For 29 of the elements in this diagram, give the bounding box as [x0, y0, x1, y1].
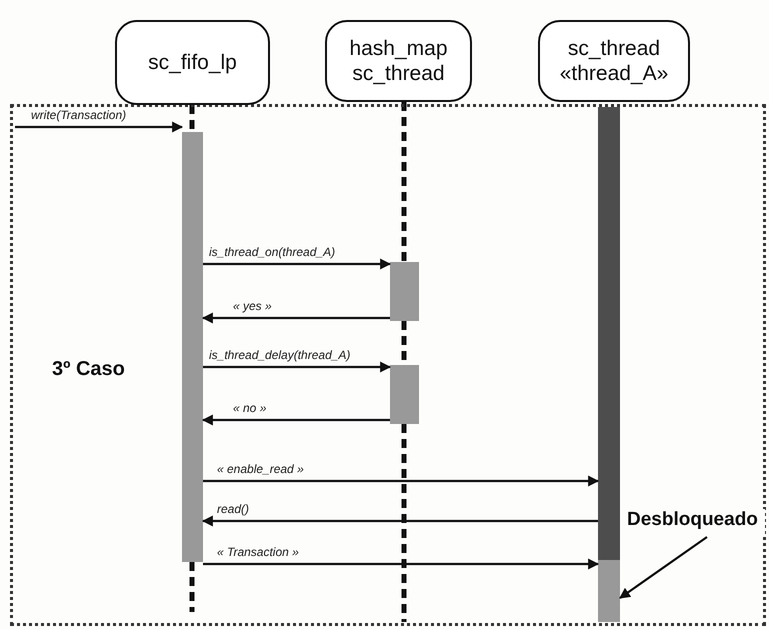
lifeline	[190, 105, 194, 132]
lifeline-head: sc_fifo_lp	[115, 20, 270, 105]
message-label: is_thread_delay(thread_A)	[208, 348, 352, 362]
lifeline	[190, 562, 194, 612]
message-label: « Transaction »	[216, 545, 300, 559]
message-arrow	[203, 258, 392, 270]
message-arrow	[202, 516, 598, 526]
message-arrow	[202, 414, 390, 426]
message-arrow	[203, 362, 392, 372]
case-title: 3º Caso	[52, 358, 125, 381]
lifeline	[402, 424, 406, 622]
message-arrow	[15, 122, 184, 132]
activation-bar	[598, 560, 620, 622]
activation-bar	[598, 107, 620, 560]
message-label: read()	[216, 502, 250, 516]
message-label: write(Transaction)	[30, 108, 128, 122]
lifeline-head: sc_thread «thread_A»	[538, 20, 690, 102]
message-arrow	[203, 558, 600, 570]
lifeline-head: hash_map sc_thread	[325, 20, 472, 102]
activation-bar	[390, 365, 419, 424]
lifeline	[402, 102, 406, 262]
message-label: « enable_read »	[216, 462, 305, 476]
activation-bar	[182, 132, 203, 562]
message-arrow	[202, 312, 390, 324]
message-arrow	[203, 476, 600, 486]
activation-bar	[390, 262, 419, 321]
leader-line	[619, 536, 708, 599]
state-label: Desbloqueado	[627, 509, 765, 535]
message-label: is_thread_on(thread_A)	[208, 245, 336, 259]
